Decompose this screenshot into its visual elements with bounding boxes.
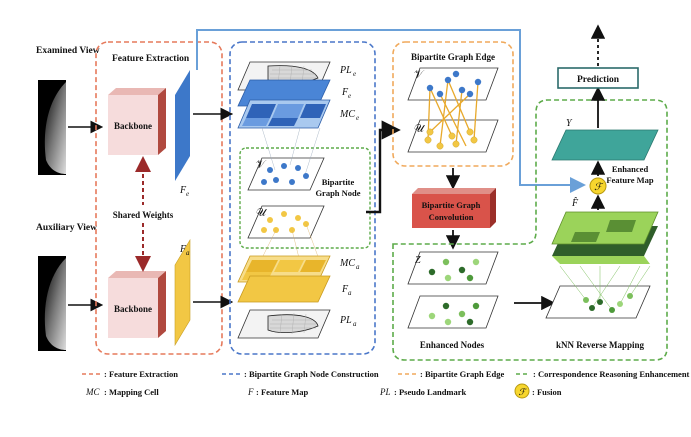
arrow-node-to-edge xyxy=(366,120,401,214)
v-symbol: 𝒱 xyxy=(256,159,267,171)
legend-fusion-icon xyxy=(514,383,530,399)
feature-map-fa xyxy=(237,275,331,303)
fusion-icon xyxy=(589,177,607,195)
feature-map-fe-left xyxy=(175,70,190,181)
fa-left-symbol: F xyxy=(179,244,187,255)
mapping-cell-e xyxy=(237,99,331,129)
pla-sub: a xyxy=(353,320,357,328)
feature-extraction-label: Feature Extraction xyxy=(112,54,190,64)
legend-fusion-symbol: ℱ xyxy=(518,387,527,397)
enhanced-feature-map-label-2: Feature Map xyxy=(606,175,654,185)
fa-sub: a xyxy=(348,289,352,297)
pla-symbol: PL xyxy=(339,315,352,326)
mapping-cell-a xyxy=(237,255,331,283)
examined-view-label: Examined View xyxy=(36,46,100,56)
conv-label-1: Bipartite Graph xyxy=(422,200,481,210)
legend-pl-text: : Pseudo Landmark xyxy=(394,387,467,397)
edge-v-nodes xyxy=(426,70,482,98)
y-symbol: Y xyxy=(566,118,573,129)
mce-sub: e xyxy=(356,114,359,122)
fa-left-sub: a xyxy=(186,249,190,257)
bipartite-graph-node-region xyxy=(239,147,371,249)
node-construction-region xyxy=(229,41,376,355)
u-symbol: 𝒰 xyxy=(256,207,268,219)
bipartite-graph-convolution: Bipartite Graph Convolution xyxy=(412,188,496,228)
legend: : Feature Extraction : Bipartite Graph N… xyxy=(82,369,690,399)
legend-fusion-text: : Fusion xyxy=(532,387,562,397)
examined-mammogram-breast xyxy=(44,82,66,174)
enhanced-feature-map-label-1: Enhanced xyxy=(612,164,649,174)
feature-map-f-hat xyxy=(551,211,659,264)
legend-f-symbol: F xyxy=(247,387,254,397)
legend-graph-edge: : Bipartite Graph Edge xyxy=(420,369,505,379)
enhanced-feature-map-y xyxy=(551,129,659,161)
backbone-top-label: Backbone xyxy=(114,121,152,131)
legend-mc-text: : Mapping Cell xyxy=(104,387,159,397)
auxiliary-view-label: Auxiliary View xyxy=(36,223,97,233)
fe-left-symbol: F xyxy=(179,185,187,196)
legend-pl-symbol: PL xyxy=(379,387,391,397)
backbone-bottom: Backbone xyxy=(108,271,166,338)
ple-sub: e xyxy=(353,70,356,78)
backbone-bottom-label: Backbone xyxy=(114,304,152,314)
f-hat-symbol: F̂ xyxy=(571,196,579,209)
knn-reverse-mapping xyxy=(545,265,651,319)
legend-f-text: : Feature Map xyxy=(256,387,309,397)
ple-symbol: PL xyxy=(339,65,352,76)
prediction-label: Prediction xyxy=(577,75,620,85)
pseudo-landmark-a xyxy=(237,309,331,339)
skip-connection-arrow xyxy=(196,29,586,193)
node-plane-v xyxy=(247,127,325,191)
mca-sub: a xyxy=(356,263,360,271)
shared-weights-bg xyxy=(110,205,180,223)
shared-weights-label: Shared Weights xyxy=(113,210,174,220)
z-symbol: Z xyxy=(415,255,421,266)
fe-sub: e xyxy=(348,92,351,100)
feature-map-fa-left xyxy=(174,238,191,347)
u-edge-symbol: 𝒰 xyxy=(414,123,426,135)
enhanced-nodes-lower xyxy=(407,295,499,329)
graph-edge-region xyxy=(392,41,514,167)
legend-reasoning: : Correspondence Reasoning Enhancement xyxy=(533,369,690,379)
legend-mc-symbol: MC xyxy=(85,387,100,397)
graph-edge-label: Bipartite Graph Edge xyxy=(411,52,495,62)
enhanced-nodes-label: Enhanced Nodes xyxy=(420,340,485,350)
backbone-top: Backbone xyxy=(108,88,166,155)
mca-symbol: MC xyxy=(339,258,355,269)
fa-symbol: F xyxy=(341,284,349,295)
bipartite-graph-node-label-2: Graph Node xyxy=(315,188,360,198)
mce-symbol: MC xyxy=(339,109,355,120)
fe-symbol: F xyxy=(341,87,349,98)
feature-extraction-region xyxy=(95,41,223,355)
bipartite-graph-node-label-1: Bipartite xyxy=(322,177,355,187)
auxiliary-mammogram-breast xyxy=(44,258,66,350)
legend-node-construction: : Bipartite Graph Node Construction xyxy=(244,369,379,379)
node-plane-u xyxy=(247,205,325,263)
fe-left-sub: e xyxy=(186,190,189,198)
reasoning-enhancement-region xyxy=(392,99,668,361)
conv-label-2: Convolution xyxy=(429,212,474,222)
knn-label: kNN Reverse Mapping xyxy=(556,340,644,350)
v-edge-symbol: 𝒱 xyxy=(414,69,425,81)
fusion-symbol: ℱ xyxy=(594,182,604,193)
legend-feature-extraction: : Feature Extraction xyxy=(104,369,178,379)
enhanced-nodes-z xyxy=(407,251,499,285)
prediction-box xyxy=(557,67,639,89)
edge-u-nodes xyxy=(424,128,478,150)
edge-plane-v xyxy=(407,67,499,101)
